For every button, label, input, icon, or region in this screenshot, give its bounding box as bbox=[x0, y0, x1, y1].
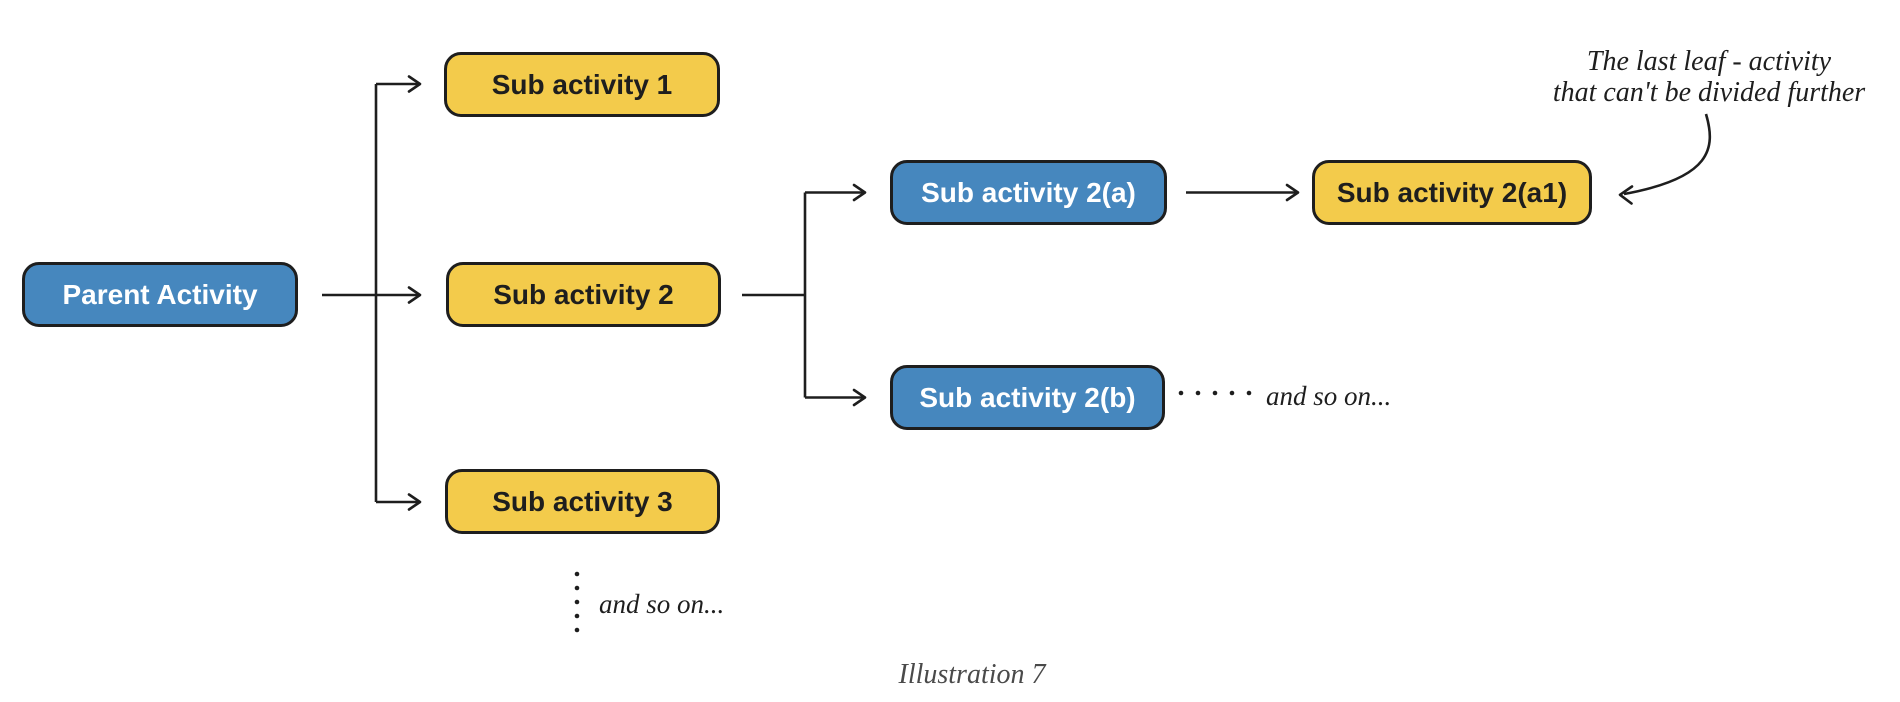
ellipsis-dots-vertical bbox=[574, 571, 580, 633]
arrowhead-to-sub1-icon bbox=[407, 75, 422, 93]
ellipsis-dots-horizontal bbox=[1178, 390, 1252, 396]
node-label: Sub activity 2 bbox=[493, 278, 674, 310]
node-sub-activity-2: Sub activity 2 bbox=[446, 262, 721, 327]
arrowhead-to-sub2a1-icon bbox=[1285, 183, 1300, 202]
node-sub-activity-1: Sub activity 1 bbox=[444, 52, 720, 117]
leaf-note-annotation: The last leaf - activity that can't be d… bbox=[1553, 46, 1865, 108]
arrowhead-to-sub2b-icon bbox=[852, 388, 867, 407]
node-label: Sub activity 2(b) bbox=[919, 381, 1136, 413]
leaf-note-line-2: that can't be divided further bbox=[1552, 77, 1866, 108]
illustration-caption: Illustration 7 bbox=[898, 659, 1046, 690]
leaf-note-line-1: The last leaf - activity bbox=[1586, 46, 1832, 77]
and-so-on-vertical-label: and so on... bbox=[599, 589, 725, 619]
node-label: Sub activity 1 bbox=[491, 68, 673, 100]
node-label: Sub activity 2(a1) bbox=[1336, 176, 1568, 208]
node-sub-activity-2b: Sub activity 2(b) bbox=[890, 365, 1165, 430]
node-parent-activity: Parent Activity bbox=[22, 262, 298, 327]
node-label: Parent Activity bbox=[62, 278, 258, 310]
leaf-note-curved-arrow bbox=[1623, 113, 1712, 196]
node-sub-activity-2a1: Sub activity 2(a1) bbox=[1312, 160, 1592, 225]
node-sub-activity-2a: Sub activity 2(a) bbox=[890, 160, 1167, 225]
arrowhead-to-sub2a-icon bbox=[852, 183, 867, 202]
and-so-on-horizontal-label: and so on... bbox=[1266, 381, 1392, 411]
arrowhead-to-sub2-icon bbox=[407, 286, 422, 304]
arrowhead-to-sub3-icon bbox=[407, 493, 422, 511]
node-label: Sub activity 2(a) bbox=[921, 176, 1136, 208]
node-sub-activity-3: Sub activity 3 bbox=[445, 469, 720, 534]
node-label: Sub activity 3 bbox=[492, 485, 673, 517]
arrowhead-leaf-note-icon bbox=[1618, 185, 1634, 205]
